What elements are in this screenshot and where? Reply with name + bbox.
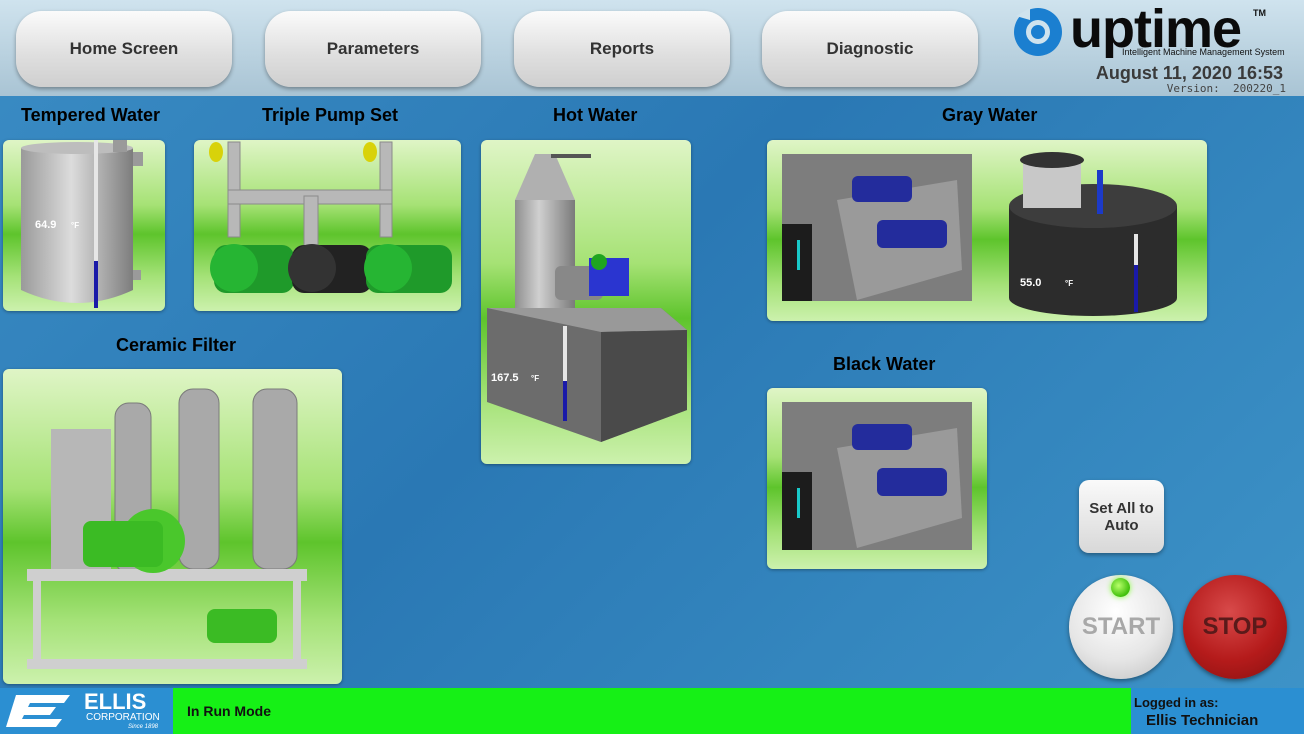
footer-bar: ELLIS CORPORATION Since 1898 In Run Mode… [0,688,1304,734]
gray-water-unit: °F [1065,279,1074,288]
ceramic-filter-title: Ceramic Filter [116,335,237,355]
tempered-water-unit: °F [71,221,80,230]
run-indicator-led [1111,578,1130,597]
gray-water-panel[interactable]: 55.0 °F [767,140,1207,321]
tempered-water-tank-image [21,140,143,303]
header-bar: Home Screen Parameters Reports Diagnosti… [0,0,1304,96]
status-bar: In Run Mode [173,688,1131,734]
gray-water-title: Gray Water [942,105,1038,125]
hot-water-temp: 167.5 [491,372,519,384]
tempered-water-level-fill [94,260,98,308]
stop-button[interactable]: STOP [1183,575,1287,679]
tempered-water-level-bar [94,140,98,308]
uptime-logo: uptime TM Intelligent Machine Management… [1010,0,1300,64]
hot-water-unit: °F [531,374,540,383]
ellis-brand: ELLIS [84,689,147,714]
black-water-panel[interactable] [767,388,987,569]
black-water-title: Black Water [833,354,936,374]
logged-in-label: Logged in as: [1134,695,1219,710]
hot-water-level-bar [563,326,567,421]
triple-pump-title: Triple Pump Set [262,105,399,125]
hot-water-heater-image [487,154,687,442]
trademark: TM [1253,8,1266,18]
logged-in-user: Ellis Technician [1146,712,1259,729]
login-info: Logged in as: Ellis Technician [1131,688,1304,734]
gray-water-level-fill [1134,265,1138,312]
ellis-logo: ELLIS CORPORATION Since 1898 [0,688,173,734]
gray-water-temp: 55.0 [1020,277,1042,289]
brand-tagline: Intelligent Machine Management System [1122,47,1285,57]
black-water-image [782,402,972,550]
tempered-water-title: Tempered Water [21,105,161,125]
run-mode-status: In Run Mode [187,703,271,719]
current-datetime: August 11, 2020 16:53 [1095,63,1283,83]
diagnostic-button[interactable]: Diagnostic [762,11,978,87]
ellis-corporation: CORPORATION [86,712,160,723]
triple-pump-panel[interactable] [194,140,461,311]
tempered-water-temp: 64.9 [35,219,57,231]
version-label: Version: 200220_1 [1166,82,1286,95]
uptime-logo-icon [1014,8,1062,56]
ellis-since: Since 1898 [128,724,159,730]
tempered-water-panel[interactable]: 64.9 °F [3,140,165,311]
ellis-logo-icon [6,695,70,727]
hot-water-level-fill [563,381,567,421]
hot-water-panel[interactable]: 167.5 °F [481,140,691,464]
parameters-button[interactable]: Parameters [265,11,481,87]
ceramic-filter-image [27,388,307,669]
reports-button[interactable]: Reports [514,11,730,87]
hot-water-title: Hot Water [553,105,638,125]
set-all-to-auto-button[interactable]: Set All to Auto [1079,480,1164,553]
ceramic-filter-panel[interactable] [3,369,342,684]
gray-water-level-bar [1134,234,1138,312]
brand-name: uptime [1070,0,1242,59]
home-screen-button[interactable]: Home Screen [16,11,232,87]
gray-water-image [782,152,1177,316]
triple-pump-image [209,141,452,293]
